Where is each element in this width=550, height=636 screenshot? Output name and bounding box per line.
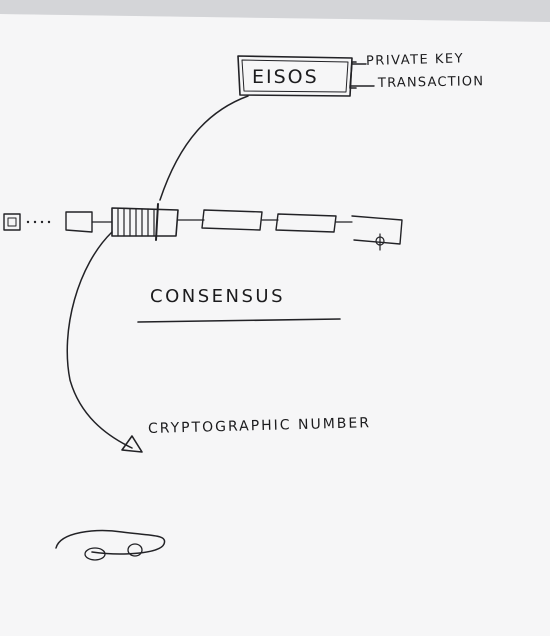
block-2 bbox=[201, 209, 263, 231]
eisos-box bbox=[237, 55, 353, 97]
chain-start bbox=[3, 213, 51, 231]
arrow-head bbox=[121, 435, 143, 453]
blockchain bbox=[65, 203, 403, 251]
branch-bracket bbox=[349, 61, 375, 89]
consensus-underline bbox=[137, 318, 341, 323]
eisos-connector bbox=[159, 95, 249, 201]
paper-sheet bbox=[0, 14, 550, 636]
phi-mark bbox=[375, 233, 385, 251]
block-4 bbox=[351, 215, 403, 245]
eisos-label: EISOS bbox=[252, 66, 319, 88]
consensus-heading: CONSENSUS bbox=[150, 286, 285, 307]
crypto-connector bbox=[66, 231, 133, 449]
transaction-label: TRANSACTION bbox=[377, 74, 485, 91]
doodle bbox=[55, 529, 166, 561]
private-key-label: PRIVATE KEY bbox=[365, 51, 465, 69]
block-current bbox=[111, 203, 179, 241]
block-3 bbox=[275, 213, 337, 233]
block-1 bbox=[65, 211, 93, 233]
background-surface bbox=[0, 0, 550, 22]
